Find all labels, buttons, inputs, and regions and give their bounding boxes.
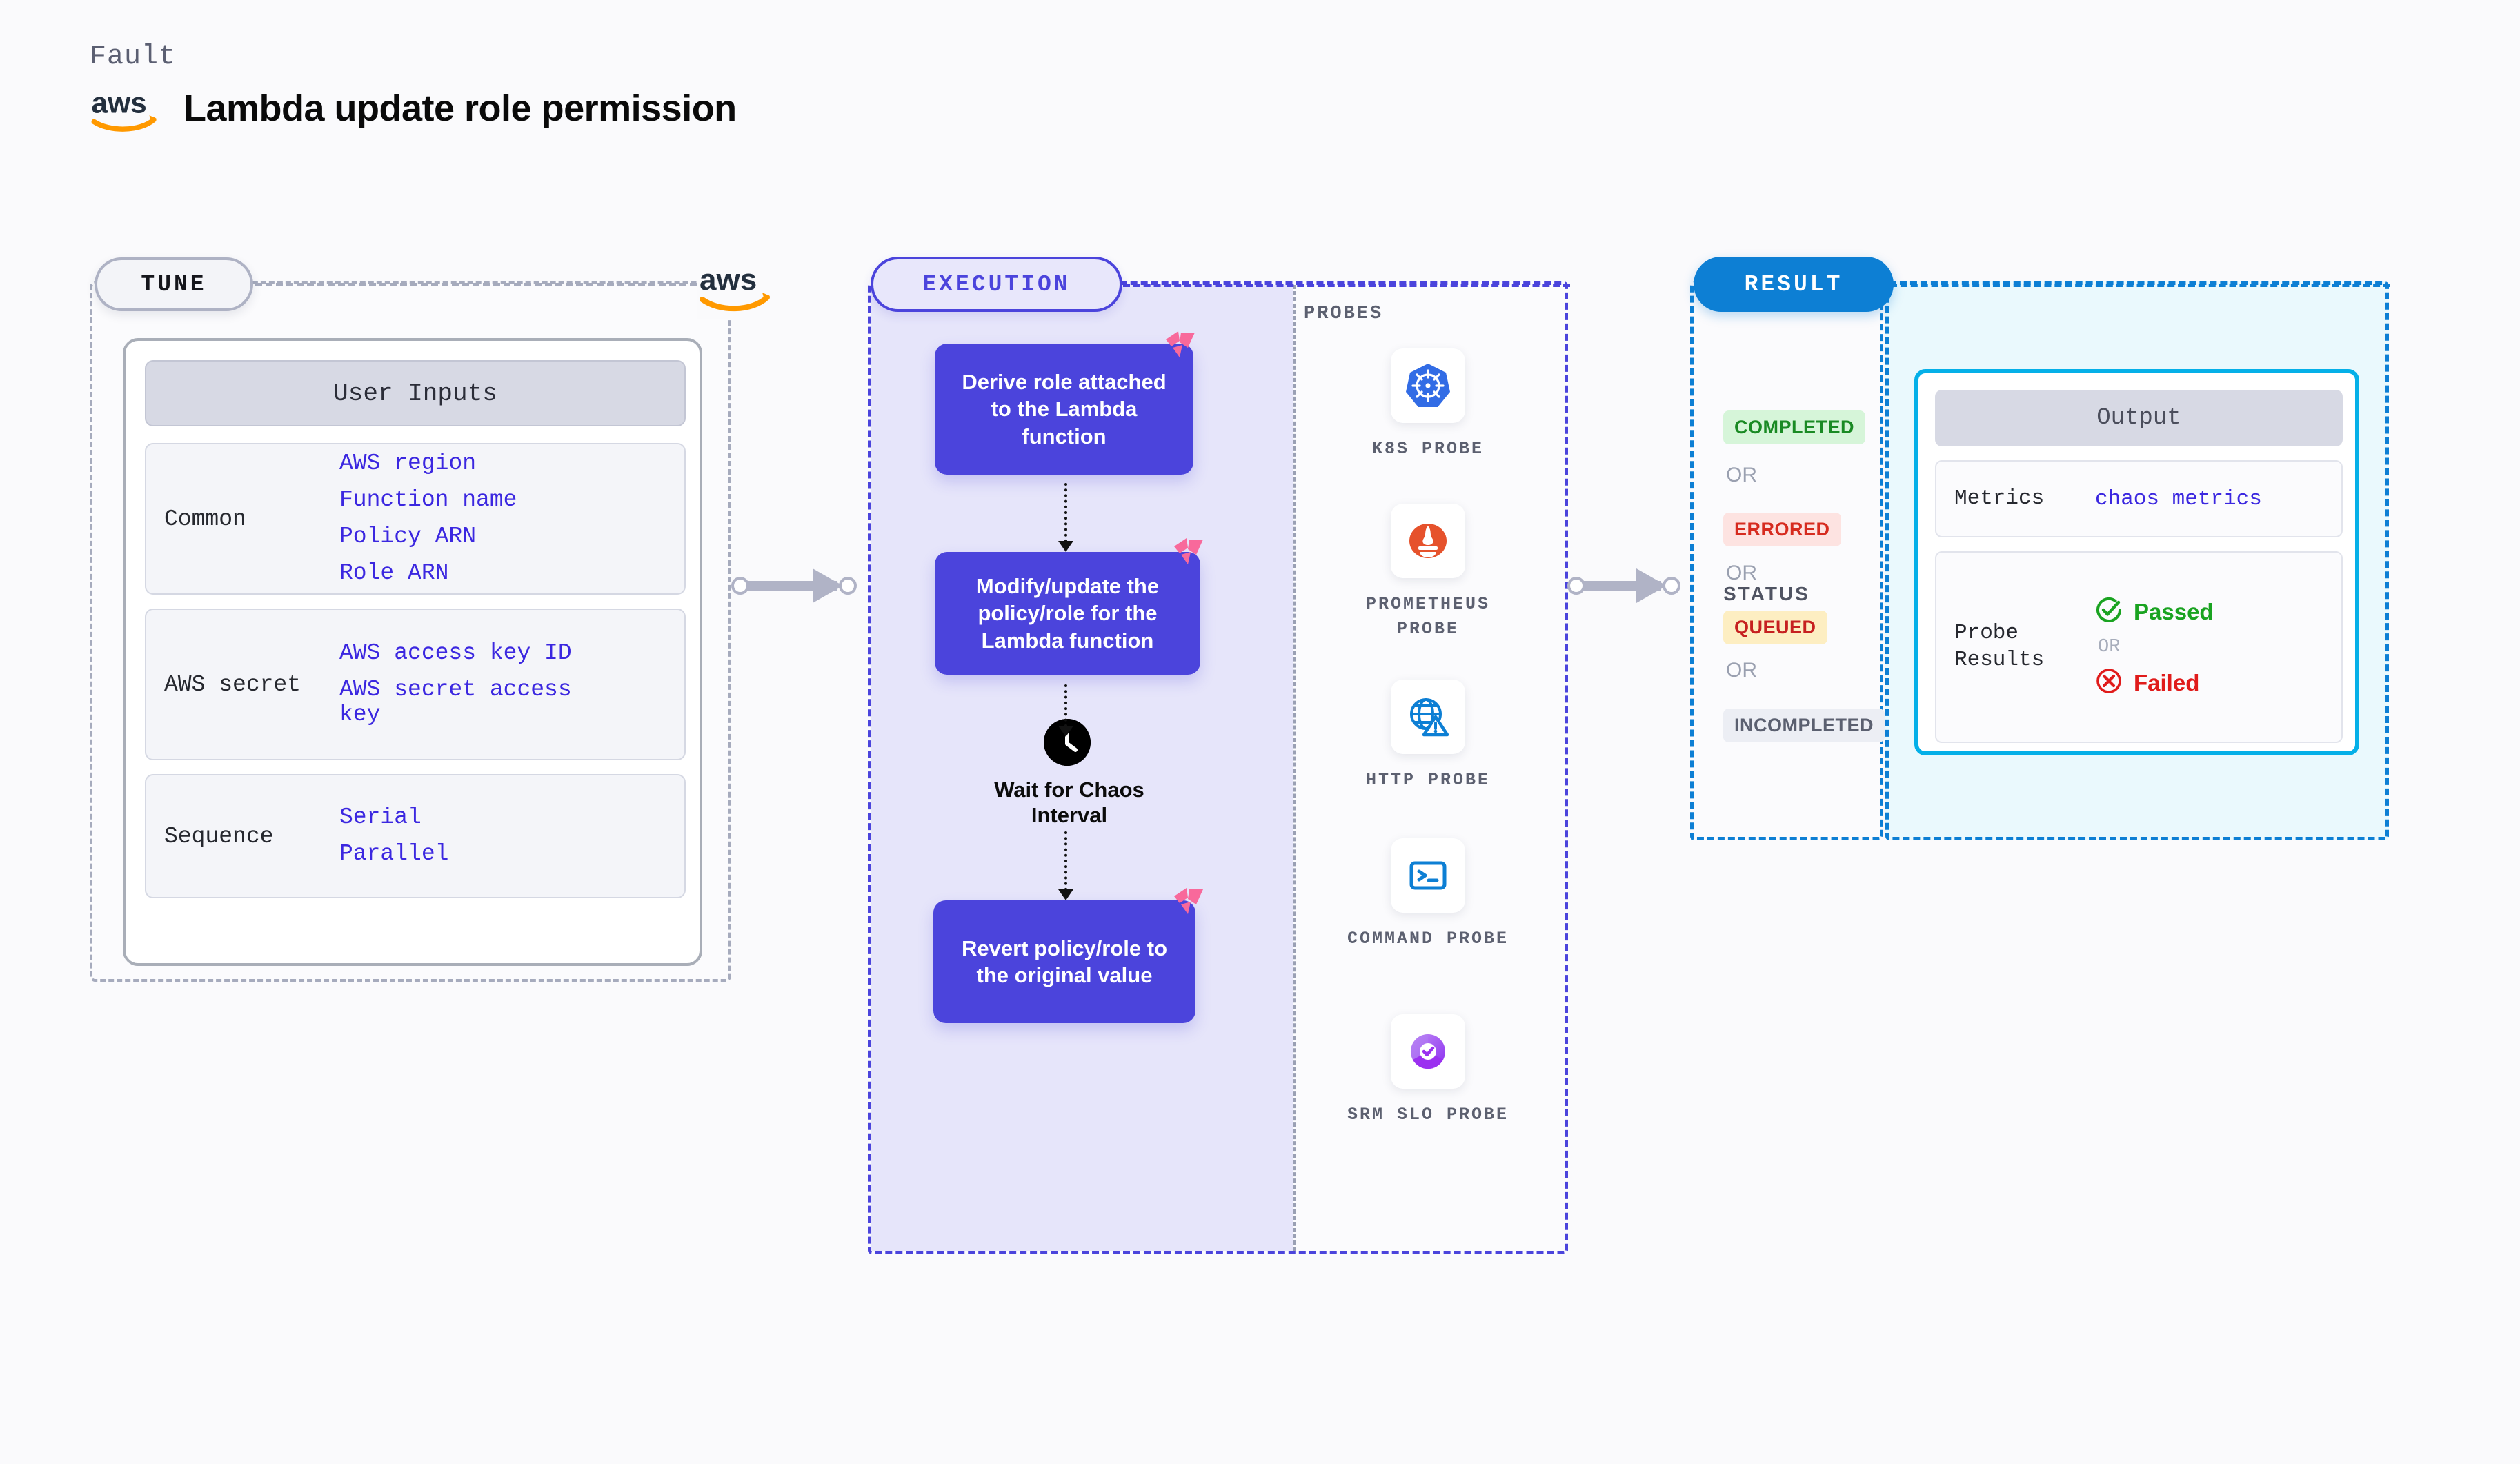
flow-arrowhead-3 (1058, 889, 1073, 900)
execution-stage-pill[interactable]: EXECUTION (871, 257, 1122, 312)
connector-tune-to-execution (731, 564, 869, 606)
srm-slo-icon (1391, 1014, 1465, 1089)
passed-label: Passed (2134, 598, 2214, 624)
or-separator: OR (1726, 464, 1757, 486)
user-inputs-header: User Inputs (145, 360, 686, 426)
kubernetes-icon (1391, 348, 1465, 423)
connector-arrowhead (813, 568, 843, 603)
connector-dot-start (1567, 577, 1585, 595)
svg-text:aws: aws (91, 86, 146, 119)
execution-step-1[interactable]: Derive role attached to the Lambda funct… (935, 344, 1193, 475)
output-header: Output (1935, 390, 2343, 446)
probe-label: HTTP PROBE (1365, 770, 1491, 790)
wait-step-label: Wait for Chaos Interval (994, 778, 1144, 828)
litmus-fault-badge-icon (1173, 537, 1204, 566)
input-group-label: AWS secret (164, 671, 301, 698)
input-value[interactable]: Serial (339, 804, 421, 831)
verdict-column: Passed OR Failed (2095, 596, 2214, 698)
prometheus-icon (1391, 504, 1465, 578)
flow-arrow-3 (1064, 831, 1067, 891)
or-separator: OR (2098, 637, 2121, 657)
input-value[interactable]: AWS region (339, 451, 477, 477)
execution-step-2[interactable]: Modify/update the policy/role for the La… (935, 552, 1200, 675)
status-badge-errored[interactable]: ERRORED (1723, 513, 1841, 546)
x-circle-icon (2095, 667, 2123, 698)
probe-results-label: Probe Results (1954, 621, 2045, 672)
status-badge-queued[interactable]: QUEUED (1723, 611, 1827, 644)
probe-item[interactable]: K8S PROBE (1345, 348, 1511, 462)
connector-dot-start (731, 577, 749, 595)
output-row-probe-results: Probe Results Passed OR (1935, 551, 2343, 743)
status-section-label: STATUS (1723, 583, 1810, 604)
failed-label: Failed (2134, 669, 2200, 695)
check-circle-icon (2095, 596, 2123, 627)
clock-icon (1044, 719, 1091, 766)
flow-arrow-1 (1064, 483, 1067, 542)
connector-dot-end (839, 577, 857, 595)
connector-execution-to-result (1567, 564, 1691, 606)
probe-label: COMMAND PROBE (1347, 929, 1509, 949)
flow-arrowhead-1 (1058, 541, 1073, 552)
fault-label: Fault (90, 41, 177, 72)
probe-item[interactable]: SRM SLO PROBE (1345, 1014, 1511, 1127)
result-connector-dash (1890, 284, 2390, 287)
metrics-value[interactable]: chaos metrics (2095, 486, 2262, 511)
status-badge-incompleted[interactable]: INCOMPLETED (1723, 709, 1885, 742)
output-row-metrics: Metrics chaos metrics (1935, 460, 2343, 537)
page-header: Fault aws Lambda update role permission (90, 41, 737, 133)
probe-label: SRM SLO PROBE (1347, 1105, 1509, 1125)
execution-connector-dash (1123, 284, 1570, 287)
input-group-aws-secret: AWS secret AWS access key ID AWS secret … (145, 609, 686, 760)
or-separator: OR (1726, 659, 1757, 682)
probe-label: K8S PROBE (1371, 439, 1485, 459)
verdict-failed: Failed (2095, 667, 2214, 698)
aws-badge-icon: aws (697, 257, 780, 319)
input-group-common: Common AWS region Function name Policy A… (145, 443, 686, 595)
terminal-icon (1391, 838, 1465, 913)
litmus-fault-badge-icon (1173, 887, 1204, 916)
input-value[interactable]: Role ARN (339, 560, 449, 586)
svg-text:aws: aws (700, 263, 757, 297)
input-group-values: AWS region Function name Policy ARN Role… (339, 451, 517, 586)
input-value[interactable]: Parallel (339, 841, 449, 867)
input-group-label: Sequence (164, 823, 274, 849)
result-stage-pill[interactable]: RESULT (1694, 257, 1894, 312)
probes-divider (1293, 285, 1296, 1251)
input-group-label: Common (164, 506, 246, 532)
user-inputs-card: User Inputs Common AWS region Function n… (123, 338, 702, 966)
verdict-passed: Passed (2095, 596, 2214, 627)
result-status-panel (1690, 281, 1883, 840)
probe-item[interactable]: PROMETHEUS PROBE (1345, 504, 1511, 642)
input-value[interactable]: Policy ARN (339, 524, 477, 549)
probe-label: PROMETHEUS PROBE (1365, 594, 1491, 640)
title-row: aws Lambda update role permission (90, 83, 737, 133)
input-group-values: Serial Parallel (339, 804, 449, 867)
output-card: Output Metrics chaos metrics Probe Resul… (1914, 369, 2359, 755)
input-value[interactable]: AWS access key ID (339, 640, 572, 666)
or-separator: OR (1726, 562, 1757, 584)
globe-warning-icon (1391, 680, 1465, 754)
aws-logo-icon: aws (90, 83, 167, 133)
probe-item[interactable]: COMMAND PROBE (1345, 838, 1511, 951)
execution-step-3[interactable]: Revert policy/role to the original value (933, 900, 1195, 1023)
metrics-label: Metrics (1954, 486, 2045, 511)
connector-arrowhead (1636, 568, 1667, 603)
litmus-fault-badge-icon (1164, 330, 1196, 359)
flow-arrowhead-2 (1058, 726, 1073, 737)
tune-connector-dash (255, 283, 697, 286)
page-title: Lambda update role permission (183, 88, 737, 129)
status-badge-completed[interactable]: COMPLETED (1723, 410, 1866, 444)
tune-stage-pill[interactable]: TUNE (95, 257, 253, 311)
input-group-values: AWS access key ID AWS secret access key (339, 640, 615, 729)
input-value[interactable]: Function name (339, 487, 517, 513)
probes-section-label: PROBES (1304, 304, 1384, 324)
input-group-sequence: Sequence Serial Parallel (145, 774, 686, 898)
connector-dot-end (1663, 577, 1680, 595)
input-value[interactable]: AWS secret access key (339, 676, 572, 728)
probe-item[interactable]: HTTP PROBE (1345, 680, 1511, 793)
flow-arrow-2 (1064, 684, 1067, 727)
